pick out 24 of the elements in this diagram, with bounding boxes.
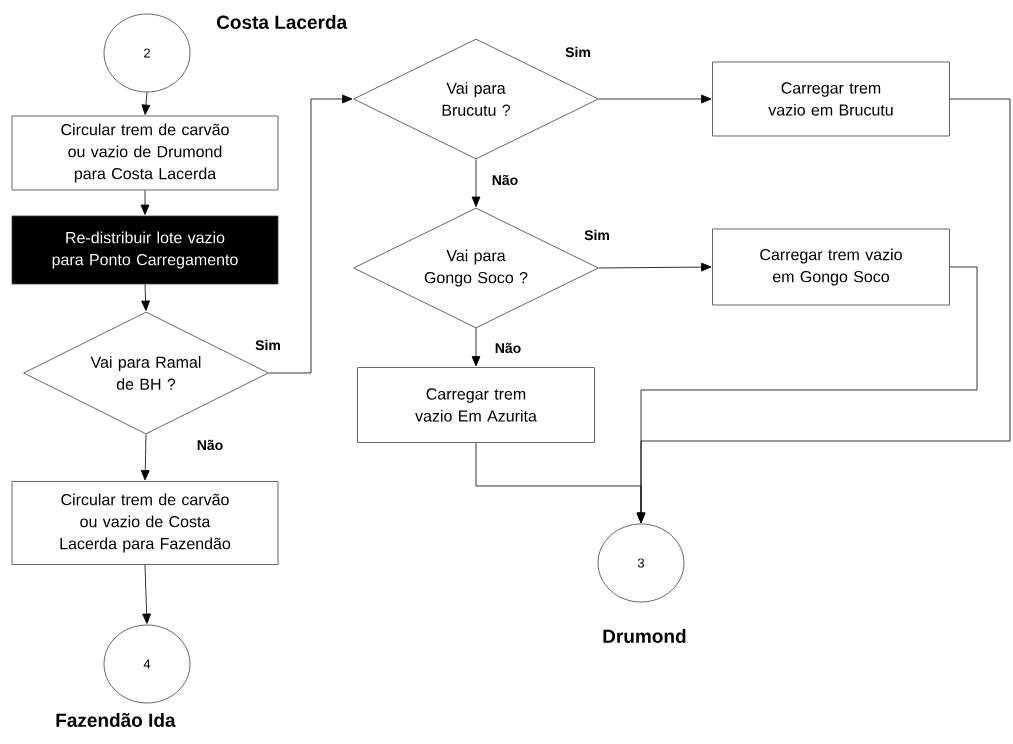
arrow (141, 92, 151, 115)
station-label: Costa Lacerda (217, 15, 348, 29)
process-box: Carregar trem vazio Em Azurita (357, 367, 595, 443)
process-box: Circular trem de carvão ou vazio de Drumond para Costa Lacerda (11, 115, 279, 191)
arrow (598, 94, 712, 104)
process-box: Carregar trem vazio em Gongo Soco (712, 228, 950, 306)
process-box: Carregar trem vazio em Brucutu (712, 61, 950, 137)
arrow (141, 284, 150, 311)
edge-label: Não (490, 173, 520, 187)
station-label: Fazendão Ida (56, 713, 176, 727)
arrow (140, 434, 150, 481)
edge-label: Sim (564, 45, 592, 59)
edge-label: Não (493, 341, 523, 355)
edge-label: Não (195, 438, 225, 452)
arrow (142, 564, 152, 624)
process-box: Circular trem de carvão ou vazio de Costa Lacerda para Fazendão (11, 481, 279, 565)
process-box: Re-distribuir lote vazio para Ponto Carregamento (11, 215, 279, 285)
arrow (636, 98, 1011, 523)
arrow (471, 159, 481, 207)
arrow (268, 94, 353, 374)
arrow (471, 328, 481, 367)
station-label: Drumond (603, 629, 686, 643)
arrow (598, 262, 712, 272)
arrow (140, 190, 150, 215)
